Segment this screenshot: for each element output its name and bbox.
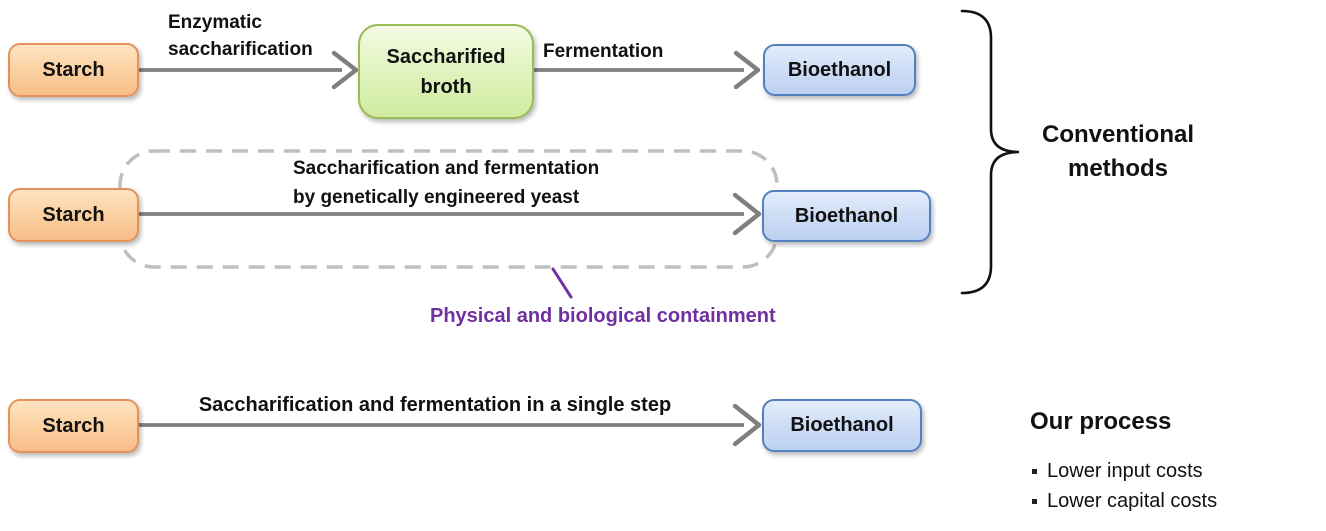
bioethanol-box-row3: Bioethanol bbox=[762, 399, 922, 452]
saccharified-broth-label-line2: broth bbox=[420, 75, 472, 98]
saccharified-broth-box: Saccharified broth bbox=[358, 24, 534, 119]
yeast-fermentation-label: Saccharification and fermentation by gen… bbox=[293, 158, 600, 208]
bioethanol-label: Bioethanol bbox=[787, 58, 892, 81]
arrow-enzymatic-saccharification bbox=[137, 50, 359, 90]
conventional-methods-brace bbox=[960, 9, 1020, 295]
our-process-bullet-list: Lower input costs Lower capital costs bbox=[1032, 456, 1217, 516]
bioethanol-label: Bioethanol bbox=[790, 414, 894, 436]
arrowhead-icon bbox=[331, 50, 359, 90]
starch-label: Starch bbox=[42, 414, 105, 437]
list-item: Lower input costs bbox=[1032, 456, 1217, 486]
bullet-icon bbox=[1032, 498, 1037, 504]
containment-label: Physical and biological containment bbox=[430, 305, 776, 327]
bullet-text: Lower input costs bbox=[1047, 459, 1203, 482]
arrow-single-step bbox=[136, 403, 762, 447]
bioethanol-box-row2: Bioethanol bbox=[762, 190, 931, 242]
starch-label: Starch bbox=[42, 203, 105, 226]
our-process-title: Our process bbox=[1030, 408, 1172, 435]
starch-label: Starch bbox=[42, 58, 105, 81]
bullet-text: Lower capital costs bbox=[1047, 489, 1218, 512]
bioethanol-label: Bioethanol bbox=[794, 204, 899, 227]
arrowhead-icon bbox=[732, 192, 762, 236]
bioethanol-box-row1: Bioethanol bbox=[763, 44, 916, 96]
arrowhead-icon bbox=[733, 50, 761, 90]
containment-leader-line bbox=[551, 267, 573, 299]
bullet-icon bbox=[1032, 468, 1037, 474]
arrow-fermentation bbox=[532, 50, 761, 90]
enzymatic-saccharification-label: Enzymatic saccharification bbox=[168, 12, 313, 60]
starch-box-row2: Starch bbox=[8, 188, 139, 242]
starch-box-row3: Starch bbox=[8, 399, 139, 453]
conventional-methods-label: Conventional methods bbox=[1041, 121, 1194, 182]
list-item: Lower capital costs bbox=[1032, 486, 1217, 516]
fermentation-label: Fermentation bbox=[543, 41, 664, 62]
arrowhead-icon bbox=[732, 403, 762, 447]
arrow-genetically-engineered-yeast bbox=[136, 192, 762, 236]
single-step-label: Saccharification and fermentation in a s… bbox=[198, 394, 672, 416]
starch-box-row1: Starch bbox=[8, 43, 139, 97]
saccharified-broth-label-line1: Saccharified bbox=[386, 45, 506, 68]
